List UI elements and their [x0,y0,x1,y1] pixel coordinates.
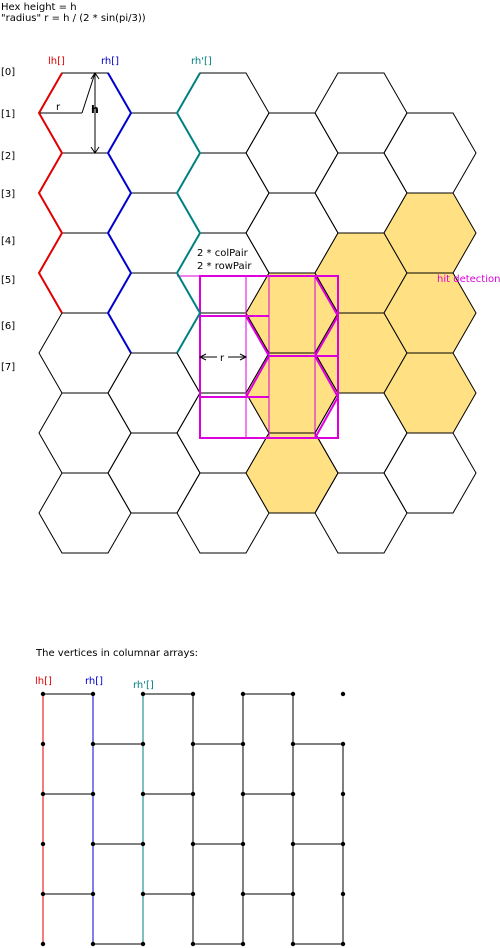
hex-cell [245,112,339,194]
hex-cell [314,72,408,154]
rh-prime-column-line [175,72,202,354]
vertex-dot [90,891,96,897]
r-span-label: r [220,353,225,364]
hex-cell [38,232,132,314]
vertex-dot [90,941,96,947]
hex-cell [38,152,132,234]
label-rh: rh[] [101,56,119,67]
label-rh-prime: rh'[] [191,56,212,67]
vertex-array-grid [40,691,346,947]
vertex-dot [90,841,96,847]
vertex-dot [340,791,346,797]
vertex-dot [40,691,46,697]
vertex-dot [240,791,246,797]
vertex-dot [40,841,46,847]
vertex-dot [290,791,296,797]
header-line-2: "radius" r = h / (2 * sin(pi/3)) [1,13,146,24]
hex-cell [38,392,132,474]
hex-cell [107,432,201,514]
lh-column-line [37,72,64,314]
row-label-0: [0] [1,67,15,78]
row-label-3: [3] [1,189,15,200]
vertex-dot [190,741,196,747]
vertex-label-lh: lh[] [35,676,52,687]
vertex-dot [340,891,346,897]
vertex-dot [190,941,196,947]
hex-cell [107,192,201,274]
hex-cell [107,272,201,354]
row-label-4: [4] [1,236,15,247]
vertex-dot [190,891,196,897]
row-label-6: [6] [1,321,15,332]
vertex-dot [240,891,246,897]
hex-cell [176,152,270,234]
colpair-label: 2 * colPair [197,248,249,259]
vertex-dot [290,741,296,747]
hex-cell [383,432,477,514]
hit-detection-label: hit detection [437,274,500,285]
row-label-5: [5] [1,275,15,286]
vertex-dot [190,791,196,797]
vertex-dot [340,691,346,697]
vertex-dot [190,691,196,697]
vertex-dot [340,941,346,947]
hex-cell [107,112,201,194]
height-arrow-bottom-icon [90,146,100,154]
hex-grid [38,72,477,554]
vertex-caption: The vertices in columnar arrays: [35,648,198,659]
vertex-dot [140,691,146,697]
radius-label: r [56,102,61,113]
label-lh: lh[] [48,56,65,67]
vertex-dot [140,941,146,947]
vertex-dot [90,791,96,797]
r-span-box [217,350,228,364]
hex-cell [245,432,339,514]
hit-grid-diagonal [313,275,340,439]
hex-cell [107,352,201,434]
r-span-arrow-right-icon [239,353,248,361]
row-label-1: [1] [1,109,15,120]
vertex-dot [290,841,296,847]
height-label: h [91,103,99,116]
height-arrow-top-icon [90,72,100,80]
vertex-dot [140,741,146,747]
vertex-dot [340,841,346,847]
hex-cell [38,472,132,554]
vertex-dot [90,691,96,697]
header-line-1: Hex height = h [1,2,77,13]
vertex-dot [40,741,46,747]
vertex-label-rh-prime: rh'[] [133,680,154,691]
vertex-dot [240,941,246,947]
vertex-dot [40,941,46,947]
annotations: r h 2 * colPair 2 * rowPair r hit detect… [40,72,500,364]
hex-cell [38,312,132,394]
row-label-7: [7] [1,362,15,373]
rowpair-label: 2 * rowPair [197,261,252,272]
hex-cell [176,72,270,154]
vertex-label-rh: rh[] [85,676,103,687]
rh-column-line [106,72,133,354]
vertex-dot [290,691,296,697]
r-span-arrow-left-icon [198,353,207,361]
vertex-dot [140,791,146,797]
vertex-dot [340,741,346,747]
vertex-dot [240,741,246,747]
hex-cell [383,112,477,194]
hex-labels: lh[] rh[] rh'[] [0] [1] [2] [3] [4] [5] … [1,56,212,373]
column-highlights [37,72,202,354]
vertex-dot [240,691,246,697]
radius-hypotenuse [81,72,96,114]
vertex-dot [40,891,46,897]
vertex-dot [290,891,296,897]
vertex-dot [140,891,146,897]
hit-grid-diagonal [245,315,271,398]
row-label-2: [2] [1,151,15,162]
vertex-dot [240,841,246,847]
vertex-dot [140,841,146,847]
vertex-dot [290,941,296,947]
vertex-dot [40,791,46,797]
vertex-dot [190,841,196,847]
vertex-dot [90,741,96,747]
